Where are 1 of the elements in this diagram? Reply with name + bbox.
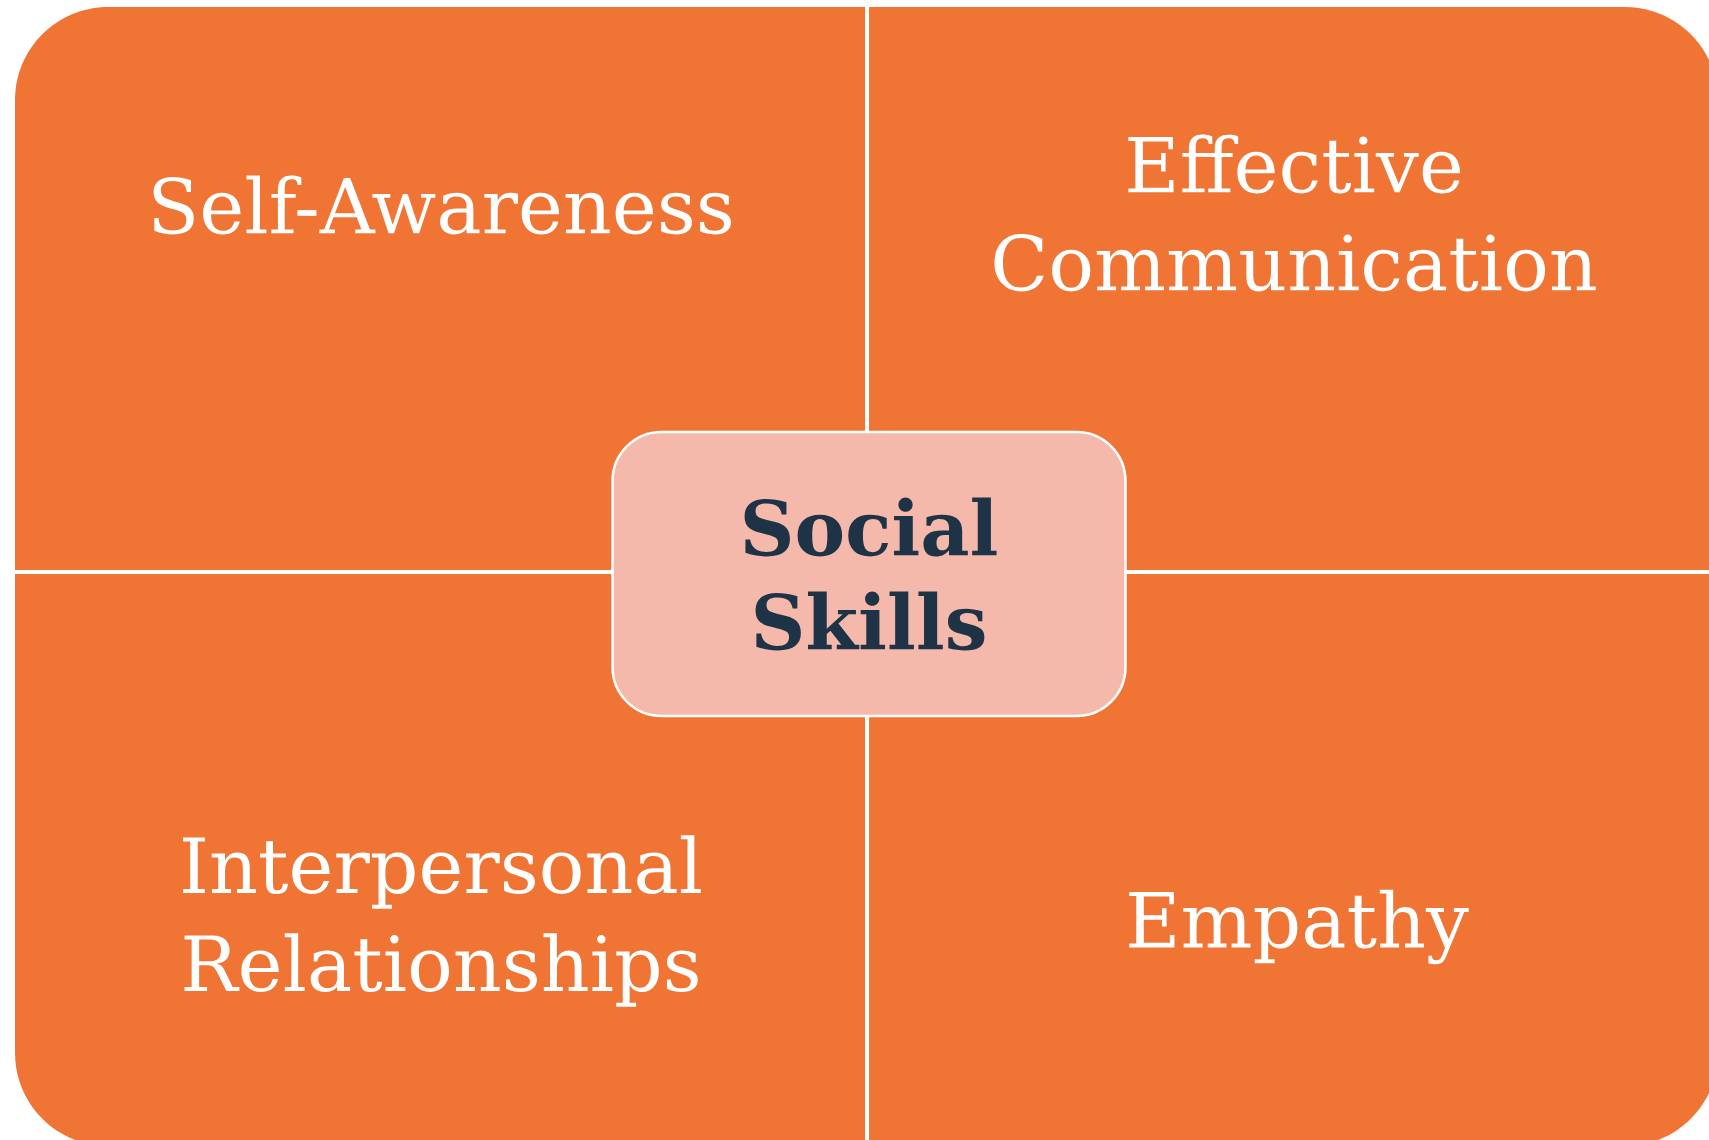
- center-box: Social Skills: [611, 430, 1127, 718]
